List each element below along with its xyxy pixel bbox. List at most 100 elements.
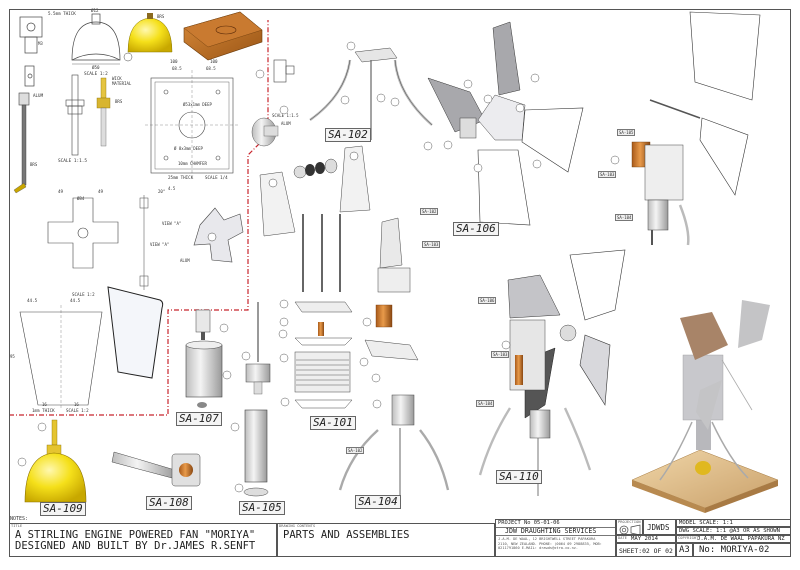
base-hole-note: Ø 8x3mm DEEP [174, 146, 203, 151]
pulley-render [251, 117, 279, 147]
hub-diameter: Ø84 [77, 196, 85, 201]
copyright-holder: J.A.M. DE WAAL PAPAKURA NZ [697, 536, 785, 542]
contents-cell: DRAWING CONTENTS PARTS AND ASSEMBLIES [277, 523, 495, 557]
projection-symbol-icon [619, 524, 641, 535]
part-balloons [17, 41, 620, 493]
dome-scale: SCALE 1:2 [84, 71, 108, 77]
dome-diameter: Ø50 [92, 65, 100, 70]
company-address-2: 2110, NEW ZEALAND. PHONE: (0064 09 29888… [498, 541, 602, 546]
hub-side-view [139, 195, 149, 290]
sa103-head [377, 217, 411, 293]
initials-cell: JDWDS [643, 519, 676, 535]
thread-note: M3 [38, 41, 43, 46]
base-thickness-note: 25mm THICK [168, 175, 194, 180]
pulley-material: ALUM [281, 121, 291, 126]
base-dimension-drawing [145, 70, 238, 175]
company-address-3: 0211791860 E-MAIL: drawds@xtra.co.nz. [498, 546, 579, 550]
side-bracket-right [339, 145, 371, 213]
wick-brs-label: BRS [115, 99, 123, 104]
drawing-number: No: MORIYA-02 [699, 545, 770, 555]
alum-rod-part [13, 92, 30, 194]
label-sa-106: SA-106 [453, 222, 499, 236]
copyright-cell: COPYRIGHT J.A.M. DE WAAL PAPAKURA NZ [676, 535, 791, 543]
drawing-date: MAY 2014 [631, 536, 658, 542]
cross-hub-drawing [47, 197, 119, 269]
wick-tube-drawing [65, 74, 85, 156]
blade-thickness: 1mm THICK [32, 408, 55, 413]
label-sa-101: SA-101 [310, 416, 356, 430]
material-alum-label: ALUM [33, 93, 44, 98]
copyright-caption: COPYRIGHT [678, 536, 699, 540]
label-sa-108: SA-108 [146, 496, 192, 510]
company-cell: PROJECT No 05-01-06 JDW DRAUGHTING SERVI… [495, 519, 616, 557]
wick-label: WICK [112, 76, 122, 81]
base-width-dim-2: 100 [210, 59, 218, 64]
base-width-dim: 100 [170, 59, 178, 64]
blade-hole-dim: 16 [42, 402, 47, 407]
model-scale: MODEL SCALE: 1:1 [679, 520, 733, 526]
date-cell: DATE MAY 2014 [616, 535, 676, 543]
drawing-contents: PARTS AND ASSEMBLIES [283, 529, 410, 541]
date-caption: DATE [618, 536, 628, 540]
thickness-note: 5.5mm THICK [48, 11, 76, 16]
sa110-assembly [478, 249, 626, 496]
tag-sa-103-c: SA-103 [491, 351, 510, 358]
bearing-set [293, 158, 338, 179]
base-hole-dim: 68.5 [172, 66, 182, 71]
title-cell: TITLE A STIRLING ENGINE POWERED FAN "MOR… [9, 523, 277, 557]
base-scale: SCALE 1/4 [205, 175, 228, 180]
sa104-assembly [338, 304, 450, 505]
paper-size-cell: A3 [676, 543, 693, 557]
tag-sa-102: SA-102 [420, 208, 439, 215]
material-brs-label: BRS [30, 162, 38, 167]
hub-material: ALUM [180, 258, 190, 263]
wick-scale: SCALE 1:1.5 [58, 158, 87, 164]
tag-sa-102-b: SA-102 [346, 447, 365, 454]
label-sa-102: SA-102 [325, 128, 371, 142]
tag-sa-106: SA-106 [478, 297, 497, 304]
dome-neck-diameter: Ø12 [91, 8, 99, 13]
sa101-assembly [294, 301, 353, 409]
angle-label: 20° [158, 189, 165, 194]
sa102-assembly [309, 47, 433, 140]
company-name: JDW DRAUGHTING SERVICES [505, 527, 597, 535]
engine-fan-assembly-side [631, 11, 761, 246]
projection-cell: PROJECTION [616, 519, 643, 535]
side-bracket-left [259, 171, 296, 237]
drawing-subtitle: DESIGNED AND BUILT BY Dr.JAMES R.SENFT [15, 540, 256, 552]
contents-caption: DRAWING CONTENTS [279, 524, 316, 528]
hub-dim-49: 49 [58, 189, 64, 194]
sa106-assembly [427, 21, 584, 226]
brass-dome-render [127, 13, 173, 53]
bracket-scale: SCALE 1:1.5 [272, 113, 299, 118]
blade-hole-dim-2: 16 [74, 402, 79, 407]
blade-scale: SCALE 1:2 [66, 408, 89, 413]
sa105-assembly [243, 302, 271, 497]
title-caption: TITLE [11, 524, 23, 528]
wick-brass-render [96, 77, 111, 147]
tag-sa-104: SA-104 [615, 214, 634, 221]
tag-sa-103-b: SA-103 [598, 171, 617, 178]
project-number: PROJECT No 05-01-06 [498, 520, 560, 526]
paper-size: A3 [679, 545, 690, 555]
tag-sa-105: SA-105 [617, 129, 636, 136]
sa108-assembly [111, 451, 201, 487]
wooden-base-render [183, 11, 263, 61]
blade-dim-2: 44.5 [70, 298, 81, 303]
company-address-1: J.A.M. DE WAAL, 12 BRIGHTWELL STREET PAP… [498, 537, 596, 541]
drafter-initials: JDWDS [647, 523, 670, 532]
view-a-label: VIEW "A" [150, 242, 169, 247]
sa107-assembly [185, 309, 223, 408]
blade-render [107, 286, 164, 379]
small-bracket-drawing [273, 59, 295, 83]
label-sa-109: SA-109 [40, 502, 86, 516]
label-sa-105: SA-105 [239, 501, 285, 515]
dome-dimension-drawing [71, 13, 121, 65]
drawing-scale: DWG SCALE: 1:1 @A3 OR AS SHOWN [679, 528, 781, 534]
base-chamfer-note: 10mm CHAMFER [178, 161, 207, 166]
dwg-scale-cell: DWG SCALE: 1:1 @A3 OR AS SHOWN [676, 527, 791, 535]
base-recess-note: Ø53x1mm DEEP [183, 102, 212, 107]
dome-material: BRS [157, 14, 165, 19]
projection-caption: PROJECTION [618, 520, 641, 524]
hub-scale: SCALE 1:2 [72, 292, 95, 297]
